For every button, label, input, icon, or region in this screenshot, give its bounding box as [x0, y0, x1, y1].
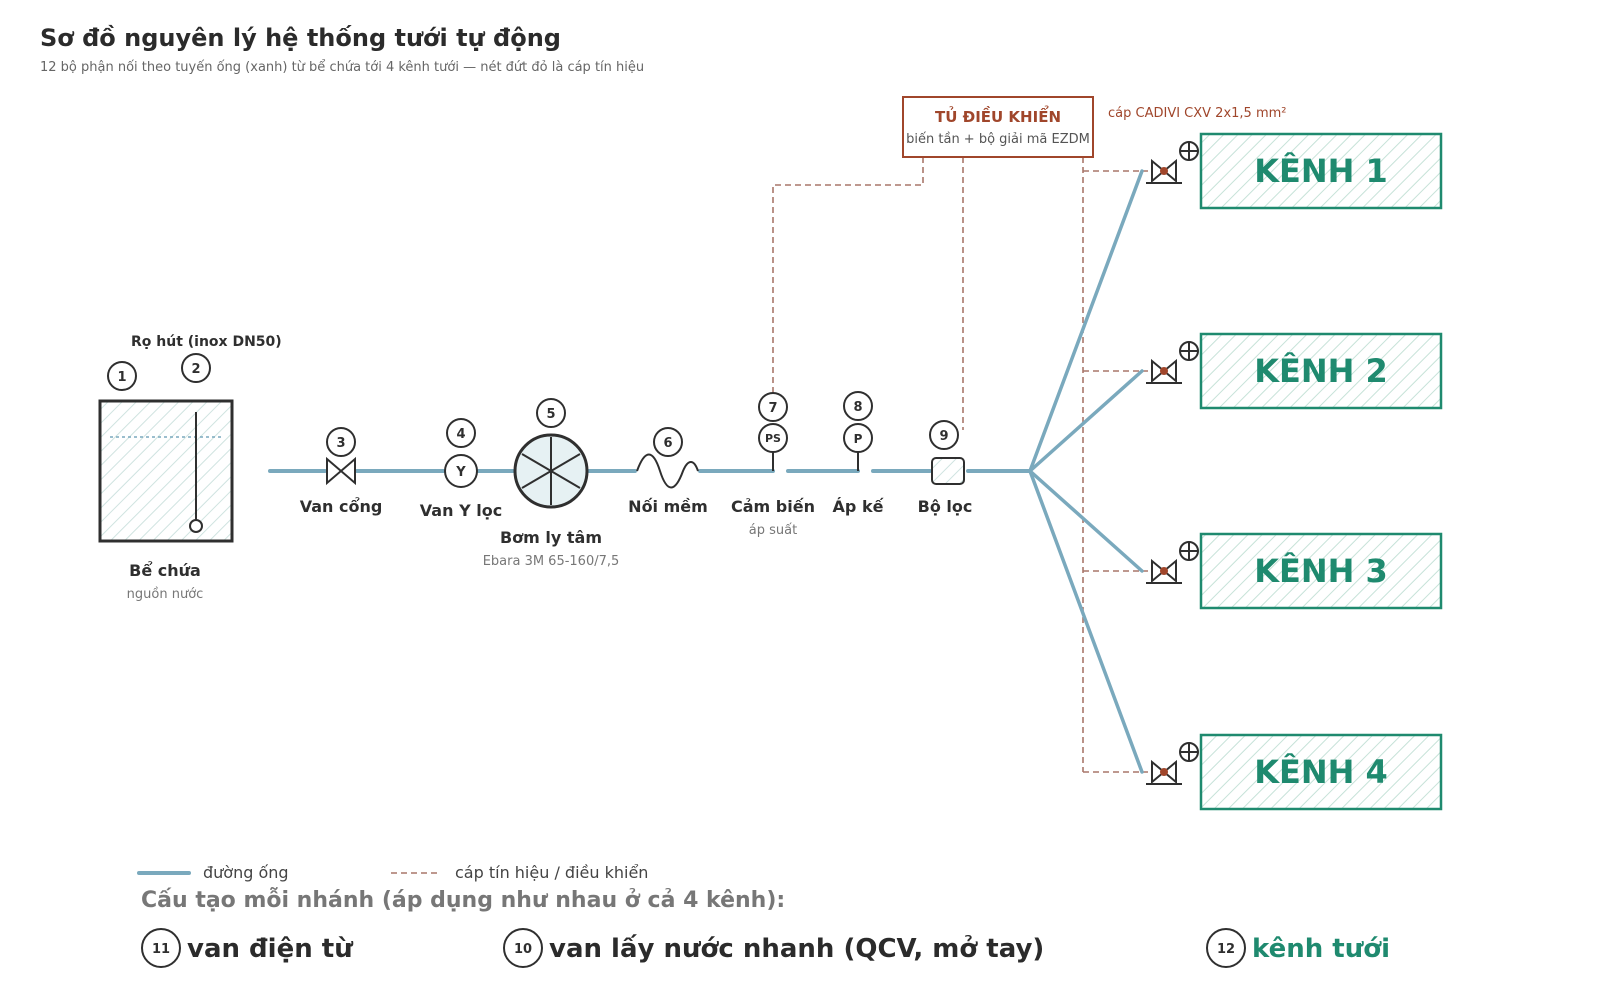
solenoid-valve-icon [1146, 158, 1182, 184]
strainer-label: Rọ hút (inox DN50) [131, 334, 282, 350]
legend-pipe-label: đường ống [203, 863, 289, 882]
signal-cables [772, 157, 1148, 773]
callout-1: 1 [107, 361, 137, 391]
callout-7: 7 [758, 392, 788, 422]
svg-text:biến tần + bộ giải mã EZDM: biến tần + bộ giải mã EZDM [906, 132, 1090, 147]
tank-label: Bể chứa [129, 561, 201, 580]
solenoid-valve-icon [1146, 558, 1182, 584]
svg-text:9: 9 [939, 429, 948, 444]
pump-sublabel: Ebara 3M 65-160/7,5 [483, 554, 620, 569]
quick-coupling-valve-icon [1179, 541, 1199, 561]
svg-text:1: 1 [117, 370, 126, 385]
flex-joint-label: Nối mềm [628, 497, 708, 516]
callout-4: 4 [446, 418, 476, 448]
channel-label: KÊNH 3 [1254, 552, 1388, 590]
gauge-label: Áp kế [833, 497, 885, 516]
y-strainer-label: Van Y lọc [420, 501, 502, 520]
svg-text:11: 11 [152, 942, 170, 957]
svg-text:3: 3 [336, 436, 345, 451]
svg-text:6: 6 [663, 436, 672, 451]
legend: đường ống cáp tín hiệu / điều khiển [137, 863, 648, 882]
callout-9: 9 [929, 420, 959, 450]
channel-1: KÊNH 1 [1146, 132, 1443, 210]
svg-text:12: 12 [1217, 942, 1235, 957]
channel-box [1199, 532, 1443, 610]
pressure-switch-label: Cảm biến [731, 497, 815, 516]
callout-2: 2 [181, 353, 211, 383]
construction-item-12: 12 kênh tưới [1206, 928, 1390, 968]
channel-box [1199, 733, 1443, 811]
flex-joint-icon [636, 453, 699, 489]
svg-text:Y: Y [455, 465, 466, 480]
svg-text:van lấy nước nhanh (QCV, mở ta: van lấy nước nhanh (QCV, mở tay) [549, 933, 1044, 964]
construction-item-11: 11 van điện từ [141, 928, 354, 968]
tank [98, 399, 234, 543]
filter-label: Bộ lọc [918, 497, 973, 516]
gate-valve-label: Van cổng [300, 497, 383, 516]
channel-3: KÊNH 3 [1146, 532, 1443, 610]
construction-item-10: 10 van lấy nước nhanh (QCV, mở tay) [503, 928, 1044, 968]
callout-3: 3 [326, 427, 356, 457]
callout-8: 8 [843, 391, 873, 421]
channel-label: KÊNH 1 [1254, 152, 1388, 190]
pump-label: Bơm ly tâm [500, 528, 602, 547]
svg-text:5: 5 [546, 407, 555, 422]
quick-coupling-valve-icon [1179, 341, 1199, 361]
pressure-switch-icon: PS [758, 423, 788, 453]
svg-text:4: 4 [456, 427, 465, 442]
channel-box [1199, 332, 1443, 410]
quick-coupling-valve-icon [1179, 141, 1199, 161]
cable-label: cáp CADIVI CXV 2x1,5 mm² [1108, 106, 1287, 121]
svg-text:8: 8 [853, 400, 862, 415]
callout-6: 6 [653, 427, 683, 457]
svg-text:van điện từ: van điện từ [187, 934, 354, 964]
svg-text:7: 7 [768, 401, 777, 416]
tank-sublabel: nguồn nước [127, 587, 204, 602]
channels: KÊNH 1 KÊNH 2 KÊNH 3 KÊNH 4 [1146, 132, 1443, 811]
legend-signal-label: cáp tín hiệu / điều khiển [455, 863, 648, 882]
construction-heading: Cấu tạo mỗi nhánh (áp dụng như nhau ở cả… [141, 888, 785, 913]
pump-icon [513, 433, 589, 509]
quick-coupling-valve-icon [1179, 742, 1199, 762]
pressure-switch-sublabel: áp suất [749, 523, 797, 538]
gate-valve-icon [326, 456, 356, 486]
svg-text:P: P [854, 432, 863, 446]
solenoid-valve-icon [1146, 759, 1182, 785]
channel-4: KÊNH 4 [1146, 733, 1443, 811]
control-cabinet: TỦ ĐIỀU KHIỂN biến tần + bộ giải mã EZDM [902, 96, 1094, 158]
svg-text:PS: PS [765, 432, 781, 445]
callout-5: 5 [536, 398, 566, 428]
branch-pipes [1028, 169, 1144, 774]
solenoid-valve-icon [1146, 358, 1182, 384]
svg-text:TỦ ĐIỀU KHIỂN: TỦ ĐIỀU KHIỂN [935, 104, 1061, 126]
page-subtitle: 12 bộ phận nối theo tuyến ống (xanh) từ … [40, 60, 644, 75]
channel-label: KÊNH 4 [1254, 753, 1388, 791]
channel-label: KÊNH 2 [1254, 352, 1388, 390]
channel-box [1199, 132, 1443, 210]
svg-text:kênh tưới: kênh tưới [1252, 934, 1390, 964]
page-title: Sơ đồ nguyên lý hệ thống tưới tự động [40, 24, 561, 52]
y-strainer-icon: Y [444, 454, 478, 488]
svg-text:10: 10 [514, 942, 532, 957]
svg-text:2: 2 [191, 362, 200, 377]
channel-2: KÊNH 2 [1146, 332, 1443, 410]
pressure-gauge-icon: P [843, 423, 873, 453]
filter-icon [931, 457, 965, 485]
